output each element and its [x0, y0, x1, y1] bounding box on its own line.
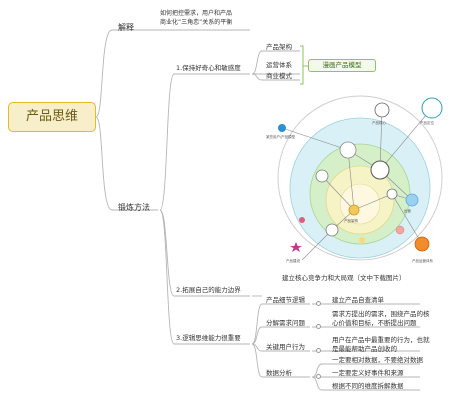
figure-node-center: [339, 141, 357, 159]
connector-root-explain: [95, 29, 140, 118]
connector-method-item3: [159, 209, 250, 345]
figure-ring-inner: [339, 183, 381, 225]
group-requirements[interactable]: 分解需求问题: [266, 319, 305, 327]
connector-item3-g3: [251, 343, 310, 352]
figure-node-lowmid: [386, 188, 398, 200]
figure-star-icon: [290, 242, 302, 252]
figure-node-small2: [395, 225, 405, 235]
connector-item3-g4: [251, 343, 310, 378]
group-requirements-collapse-icon[interactable]: [316, 324, 321, 329]
figure-node-topleft: [278, 124, 286, 132]
leaf-detail-checklist[interactable]: 建立产品自查清单: [332, 296, 384, 304]
item1-label[interactable]: 1.保持好奇心和敏感度: [176, 64, 241, 72]
figure-outer-ring: [277, 95, 443, 261]
branch-explain-label[interactable]: 解释: [118, 23, 134, 32]
group-key-behavior[interactable]: 关键用户行为: [266, 343, 305, 351]
connector-item3-g2: [251, 326, 310, 345]
figure-label-right1: 产品定位: [420, 120, 434, 125]
root-label: 产品思维: [25, 109, 78, 125]
connector-root-method: [95, 116, 158, 211]
figure-label-bottomleft: 产品建设: [286, 258, 300, 263]
figure-label-mid: 产品架构: [344, 218, 358, 223]
connector-item3-g1: [251, 303, 310, 345]
connector-item1-sub1: [251, 50, 300, 75]
item2-label[interactable]: 2.拓展自己的能力边界: [176, 286, 241, 294]
group-key-behavior-collapse-icon[interactable]: [316, 348, 321, 353]
connector-method-item2: [159, 209, 250, 297]
root-node[interactable]: 产品思维: [8, 102, 96, 132]
figure-node-topright: [421, 97, 443, 119]
group-detail-collapse-icon[interactable]: [316, 301, 321, 306]
concept-figure: 某些用户/产品模型 产品核心 产品定位 运营 产品架构 产品运营体系 产品建设: [266, 95, 443, 263]
figure-label-top: 产品核心: [372, 120, 386, 125]
group-data-analysis-collapse-icon[interactable]: [316, 374, 321, 379]
connector-g4-leaf3: [311, 376, 420, 391]
figure-label-bottomright: 产品运营体系: [412, 258, 433, 263]
figure-node-small1: [299, 217, 305, 223]
leaf-data-dimensions[interactable]: 根据不同的维度拆解数据: [332, 382, 404, 390]
figure-node-right: [405, 193, 419, 207]
connector-item1-sub3: [251, 73, 300, 81]
model-node[interactable]: 漫画产品模型: [308, 59, 376, 72]
explain-text-line1: 如何把控需求，用户和产品: [160, 10, 233, 17]
figure-node-left: [315, 169, 329, 183]
figure-node-top: [374, 102, 390, 118]
model-bracket: [300, 45, 308, 85]
leaf-requirements-line2[interactable]: 心价值和目标，不断提出问题: [332, 319, 417, 327]
item1-sub-business[interactable]: 商业模式: [266, 72, 292, 80]
leaf-behavior-line1[interactable]: 用户在产品中最重要的行为，也就: [332, 336, 430, 344]
item1-sub-operation[interactable]: 运营体系: [266, 61, 292, 69]
leaf-data-relative[interactable]: 一定要相对数据，不要绝对数据: [332, 356, 423, 364]
figure-label-right2: 运营: [404, 208, 412, 213]
branch-method-label[interactable]: 锻炼方法: [118, 203, 150, 212]
explain-text-line2: 商业化“三角恋”关系的平衡: [160, 19, 233, 26]
figure-node-lowright: [414, 236, 430, 252]
figure-node-lowleft: [325, 223, 339, 237]
figure-caption: 建立核心竞争力和大局观（文中下载图片）: [282, 274, 406, 282]
connector-method-spine: [159, 73, 250, 211]
item3-label[interactable]: 3.逻辑思维能力很重要: [176, 334, 241, 342]
group-data-analysis[interactable]: 数据分析: [266, 369, 292, 377]
figure-node-small3: [359, 237, 365, 243]
figure-label-topleft: 某些用户/产品模型: [266, 134, 296, 139]
connector-g4-leaf1: [311, 363, 420, 378]
leaf-behavior-line2[interactable]: 是最能帮助产品创收的: [332, 345, 397, 353]
group-detail-logic[interactable]: 产品细节逻辑: [266, 296, 305, 304]
leaf-data-events[interactable]: 一定要定义好事件和来源: [332, 369, 404, 377]
model-label: 漫画产品模型: [322, 60, 362, 69]
leaf-requirements-line1[interactable]: 需求方提出的需求，围绕产品的核: [332, 310, 430, 318]
figure-node-core: [370, 160, 390, 180]
figure-node-mid: [348, 204, 360, 216]
item1-sub-architecture[interactable]: 产品架构: [266, 43, 292, 51]
